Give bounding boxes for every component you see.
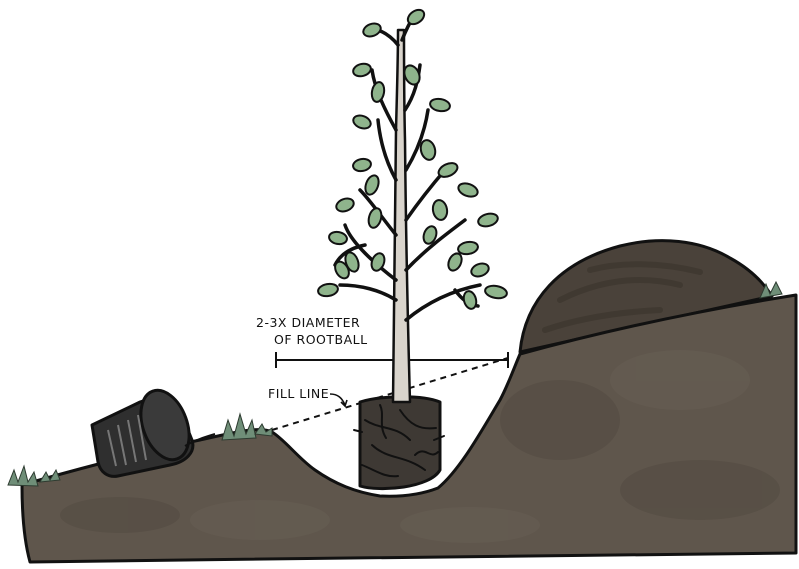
diameter-measure-line (276, 352, 508, 368)
fill-line-label: FILL LINE (268, 386, 329, 401)
fill-line-arrow (330, 394, 347, 406)
rootball-icon (354, 397, 444, 489)
diameter-label-line2: OF ROOTBALL (274, 332, 368, 347)
diameter-label-line1: 2-3X DIAMETER (256, 315, 360, 330)
